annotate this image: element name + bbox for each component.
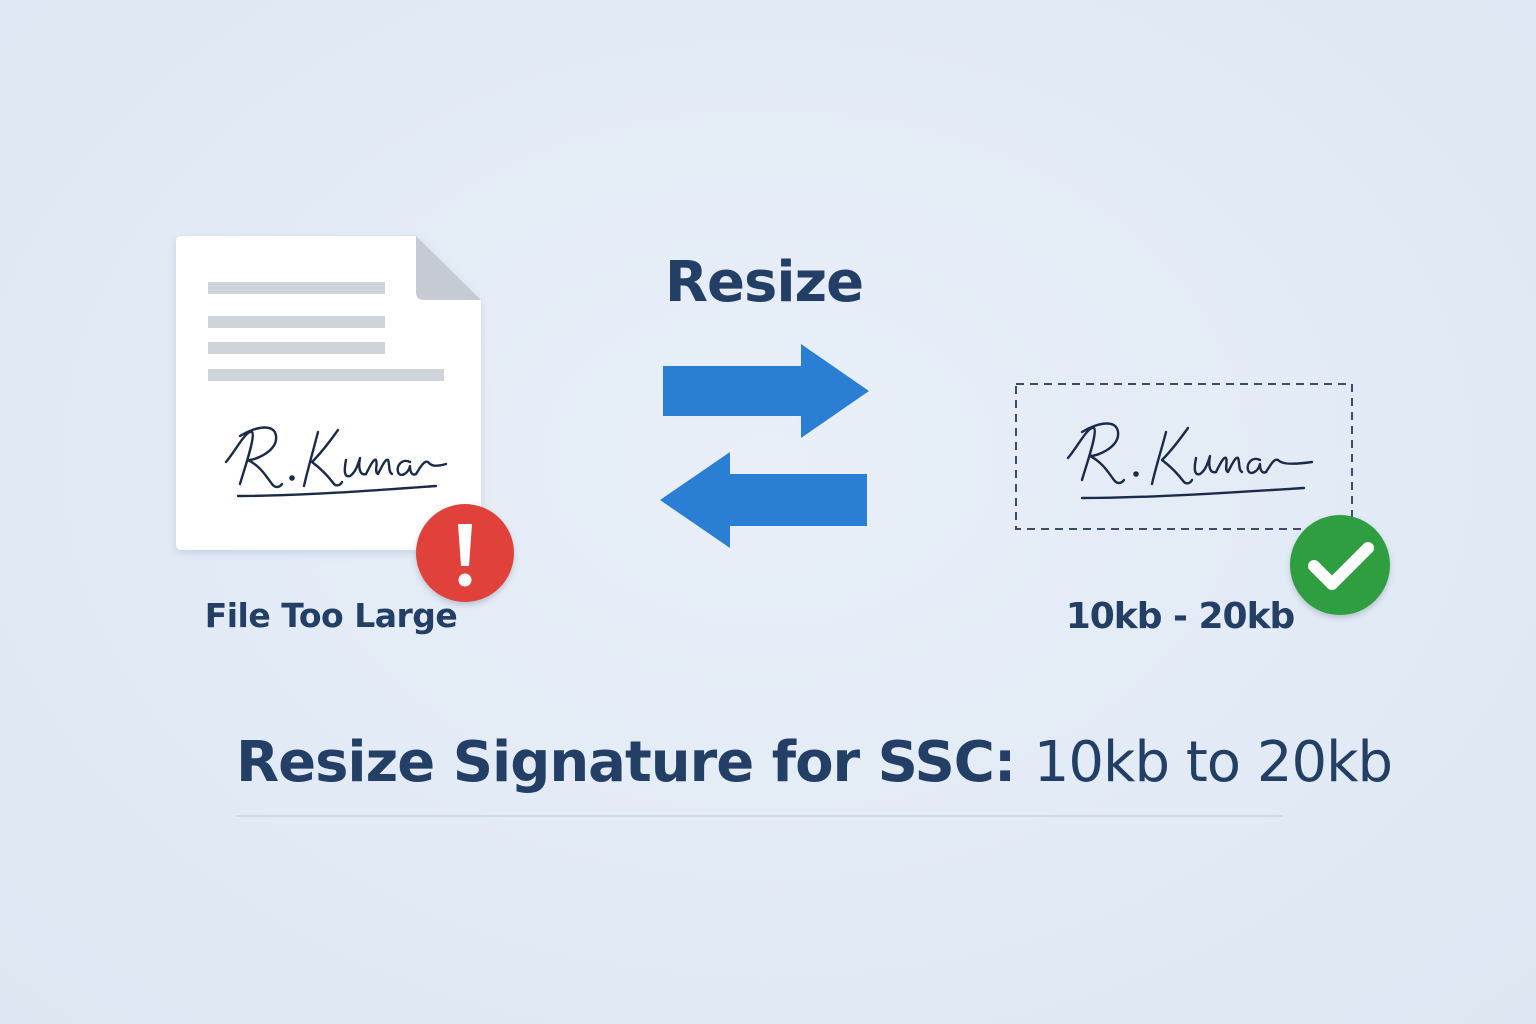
resize-action-label: Resize: [664, 250, 864, 315]
arrow-right-icon: [663, 344, 869, 438]
document-text-lines: [208, 282, 444, 381]
page-title-bold: Resize Signature for SSC:: [236, 730, 1016, 795]
large-document-icon: [176, 236, 481, 550]
source-signature-image: [224, 426, 448, 498]
target-size-label: 10kb - 20kb: [1065, 596, 1296, 637]
resized-signature-image: [1066, 422, 1314, 500]
resized-signature-frame: [1015, 383, 1353, 530]
page-title-light: 10kb to 20kb: [1033, 730, 1393, 795]
document-folded-corner: [416, 236, 481, 300]
exclamation-icon: [458, 524, 472, 587]
title-divider: [236, 815, 1282, 817]
page-title: Resize Signature for SSC: 10kb to 20kb: [236, 730, 1393, 795]
checkmark-icon: [1308, 542, 1374, 590]
file-too-large-label: File Too Large: [204, 596, 458, 635]
success-badge: [1290, 515, 1390, 615]
arrow-left-icon: [660, 452, 867, 548]
